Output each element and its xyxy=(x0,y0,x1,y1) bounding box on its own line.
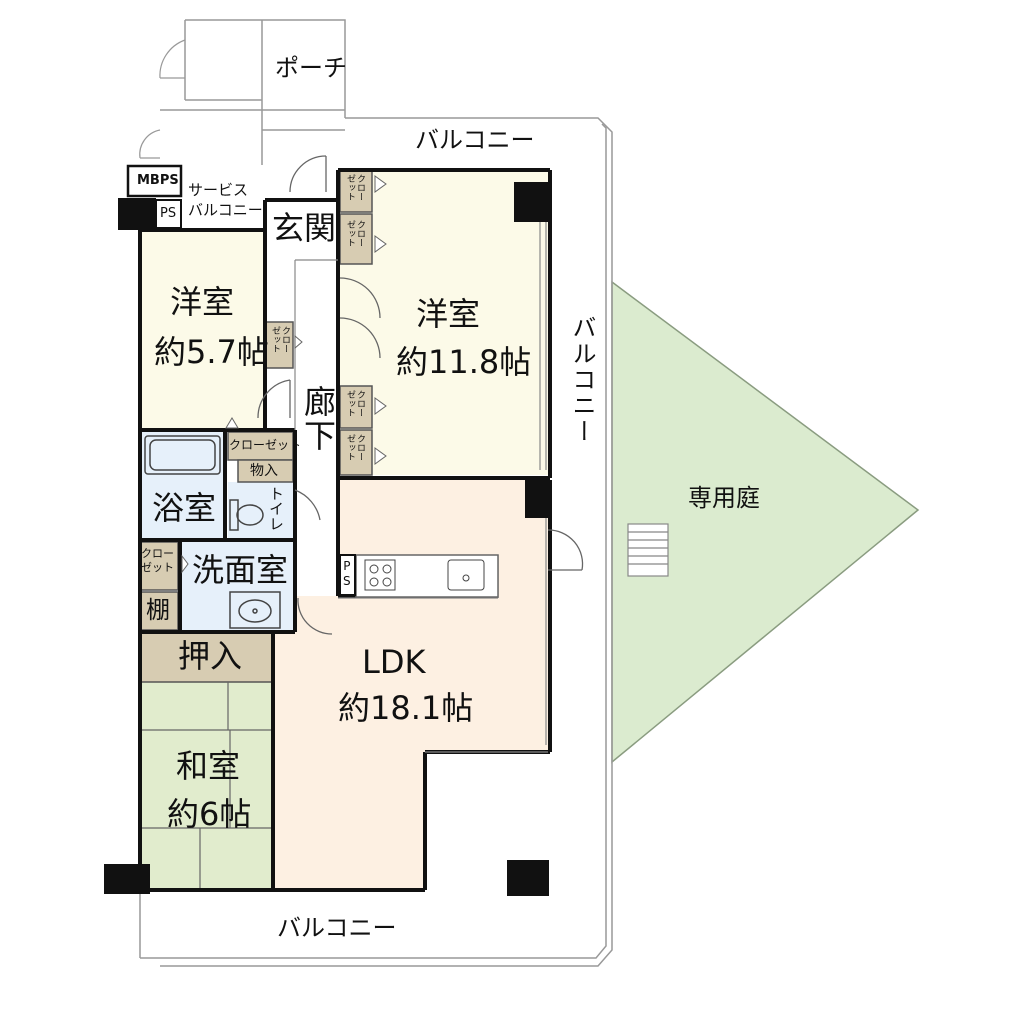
porch-label: ポーチ xyxy=(275,54,347,82)
western-room-small-size: 約5.7帖 xyxy=(154,333,269,371)
western-room-large-size: 約11.8帖 xyxy=(396,343,532,381)
balcony-outline xyxy=(139,19,613,967)
thin-lines xyxy=(294,220,548,753)
mbps-label: MBPS xyxy=(137,173,179,188)
closet-label-western-large-2: クロー ゼット xyxy=(345,220,365,247)
toilet-fixture xyxy=(229,499,264,531)
storeroom-label: 物入 xyxy=(250,463,278,479)
closet-markers xyxy=(181,175,387,574)
balcony-bottom-label: バルコニー xyxy=(277,914,397,942)
service-balcony-label: サービス バルコニー xyxy=(188,181,263,219)
ps-label-kitchen: P S xyxy=(343,559,351,588)
entrance-floor xyxy=(265,200,338,260)
washroom-floor xyxy=(180,542,295,630)
japanese-room-name: 和室 xyxy=(176,747,241,785)
kitchen-counter xyxy=(355,554,499,598)
balcony-right-label: バルコニー xyxy=(568,315,596,445)
closet-label-western-large-4: クロー ゼット xyxy=(345,434,365,461)
garden-label: 専用庭 xyxy=(688,484,760,512)
closet-label-western-large-3: クロー ゼット xyxy=(345,390,365,417)
columns xyxy=(104,182,550,896)
tatami-lines xyxy=(140,682,273,888)
japanese-room-size: 約6帖 xyxy=(167,795,252,833)
western-room-large-floor xyxy=(338,170,548,475)
balcony-top-label: バルコニー xyxy=(415,126,535,154)
corridor-floor xyxy=(295,260,338,596)
ldk-size: 約18.1帖 xyxy=(338,689,474,727)
mbps-box xyxy=(126,164,183,198)
closet-label-bath: クローゼット xyxy=(229,438,302,452)
bath-label: 浴室 xyxy=(152,489,217,527)
japanese-room-floor xyxy=(140,682,273,888)
bathtub xyxy=(144,435,221,475)
door-swings xyxy=(257,155,584,635)
western-room-small-floor xyxy=(140,230,265,428)
private-garden-area xyxy=(611,280,920,764)
ps-box-kitchen xyxy=(339,554,356,596)
washroom-label: 洗面室 xyxy=(192,551,289,589)
shelf-label: 棚 xyxy=(146,596,170,624)
closet-label-western-large-1: クロー ゼット xyxy=(345,174,365,201)
corridor-label: 廊下 xyxy=(299,385,337,453)
closet-label-western-small: クロー ゼット xyxy=(270,326,290,353)
toilet-label: トイレ xyxy=(267,486,285,531)
garden-stairs xyxy=(627,523,669,577)
walls xyxy=(138,168,552,892)
western-room-small-name: 洋室 xyxy=(170,283,235,321)
western-room-large-name: 洋室 xyxy=(416,295,481,333)
closet-label-washroom: クロー ゼット xyxy=(141,547,174,574)
entrance-label: 玄関 xyxy=(272,209,337,247)
ldk-name: LDK xyxy=(362,643,426,681)
ps-label-service: PS xyxy=(160,206,177,221)
wash-basin xyxy=(229,591,281,629)
bath-floor xyxy=(140,432,225,540)
porch-door-swings xyxy=(139,39,186,159)
oshiire-label: 押入 xyxy=(178,637,243,675)
